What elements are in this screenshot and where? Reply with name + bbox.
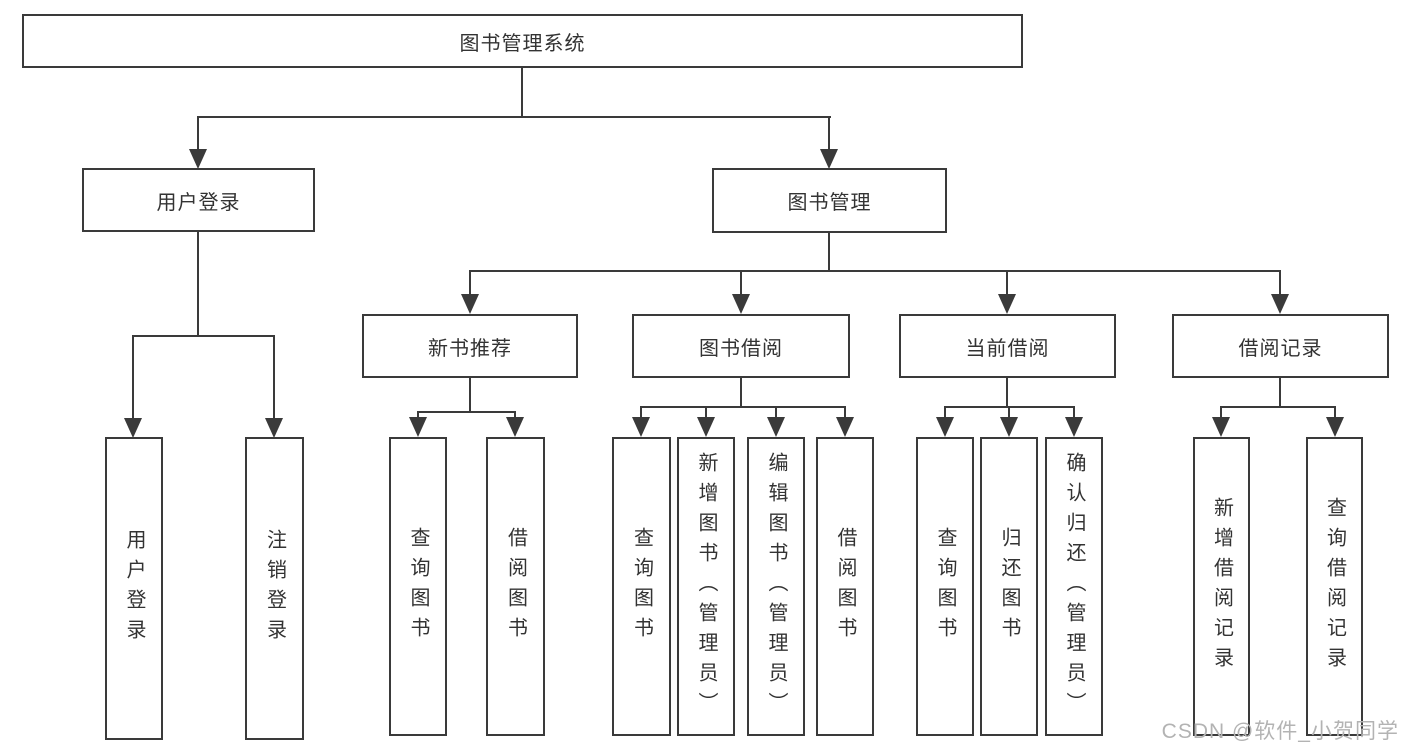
- edge-book-management-stub: [828, 232, 830, 272]
- arrowhead-query-recommend: [409, 417, 427, 437]
- edge-drop-borrow-records: [1279, 270, 1281, 296]
- edge-drop-borrow-books: [844, 406, 846, 419]
- node-borrow-records-label: 借阅记录: [1238, 337, 1323, 360]
- leaf-add-borrow-record: 新增借阅记录: [1193, 437, 1250, 736]
- node-book-management: 图书管理: [712, 168, 947, 233]
- edge-drop-add-record: [1220, 406, 1222, 419]
- leaf-query-books-current: 查询图书: [916, 437, 974, 736]
- edge-drop-return-books: [1008, 406, 1010, 419]
- node-new-book-recommend: 新书推荐: [362, 314, 578, 378]
- node-user-login-label: 用户登录: [156, 191, 241, 214]
- arrowhead-book-management: [820, 149, 838, 169]
- arrowhead-return-books: [1000, 417, 1018, 437]
- edge-drop-query-recommend: [417, 411, 419, 419]
- leaf-query-books-borrow: 查询图书: [612, 437, 671, 736]
- leaf-add-borrow-record-label: 新增借阅记录: [1210, 496, 1233, 677]
- arrowhead-borrow-records: [1271, 294, 1289, 314]
- leaf-edit-books-admin-label: 编辑图书（管理员）: [765, 451, 787, 722]
- arrowhead-add-books: [697, 417, 715, 437]
- edge-drop-add-books: [705, 406, 707, 419]
- arrowhead-borrow-books: [836, 417, 854, 437]
- edge-drop-leaf-user-login: [132, 335, 134, 419]
- edge-drop-edit-books: [775, 406, 777, 419]
- arrowhead-confirm-return: [1065, 417, 1083, 437]
- edge-drop-current-borrow: [1006, 270, 1008, 296]
- csdn-watermark: CSDN @软件_小贺同学: [1161, 720, 1399, 743]
- edge-new-book-bar: [417, 411, 516, 413]
- node-current-borrow: 当前借阅: [899, 314, 1116, 378]
- edge-user-login-bar: [132, 335, 275, 337]
- leaf-query-borrow-record-label: 查询借阅记录: [1323, 496, 1346, 677]
- leaf-query-books-recommend-label: 查询图书: [407, 526, 429, 647]
- arrowhead-leaf-user-login: [124, 418, 142, 438]
- leaf-return-books-label: 归还图书: [998, 526, 1020, 647]
- leaf-user-login-label: 用户登录: [123, 528, 145, 649]
- edge-drop-query-record: [1334, 406, 1336, 419]
- edge-new-book-stub: [469, 377, 471, 413]
- arrowhead-edit-books: [767, 417, 785, 437]
- arrowhead-add-record: [1212, 417, 1230, 437]
- edge-drop-borrow-recommend: [514, 411, 516, 419]
- edge-borrow-records-bar: [1220, 406, 1336, 408]
- edge-drop-user-login: [197, 116, 199, 152]
- leaf-borrow-books-label: 借阅图书: [834, 526, 856, 647]
- leaf-logout: 注销登录: [245, 437, 304, 740]
- leaf-edit-books-admin: 编辑图书（管理员）: [747, 437, 805, 736]
- leaf-query-borrow-record: 查询借阅记录: [1306, 437, 1363, 736]
- leaf-confirm-return-admin: 确认归还（管理员）: [1045, 437, 1103, 736]
- arrowhead-query-current: [936, 417, 954, 437]
- arrowhead-current-borrow: [998, 294, 1016, 314]
- arrowhead-query-record: [1326, 417, 1344, 437]
- leaf-borrow-books-recommend-label: 借阅图书: [504, 526, 527, 647]
- arrowhead-leaf-logout: [265, 418, 283, 438]
- edge-borrow-records-stub: [1279, 377, 1281, 408]
- node-borrow-records: 借阅记录: [1172, 314, 1389, 378]
- edge-book-borrow-bar: [640, 406, 846, 408]
- edge-drop-book-borrow: [740, 270, 742, 296]
- arrowhead-new-book-recommend: [461, 294, 479, 314]
- node-new-book-recommend-label: 新书推荐: [428, 337, 512, 360]
- edge-drop-leaf-logout: [273, 335, 275, 419]
- node-book-borrow: 图书借阅: [632, 314, 850, 378]
- arrowhead-user-login: [189, 149, 207, 169]
- node-book-management-label: 图书管理: [787, 192, 872, 214]
- leaf-borrow-books-recommend: 借阅图书: [486, 437, 545, 736]
- leaf-query-books-current-label: 查询图书: [934, 526, 956, 647]
- edge-drop-query-borrow: [640, 406, 642, 419]
- leaf-query-books-borrow-label: 查询图书: [630, 526, 653, 647]
- leaf-user-login: 用户登录: [105, 437, 163, 740]
- leaf-borrow-books: 借阅图书: [816, 437, 874, 736]
- node-root-system-label: 图书管理系统: [459, 32, 586, 55]
- edge-drop-confirm-return: [1073, 406, 1075, 419]
- edge-root-stub: [521, 67, 523, 118]
- leaf-return-books: 归还图书: [980, 437, 1038, 736]
- edge-level2-bar: [197, 116, 831, 118]
- edge-drop-new-book-recommend: [469, 270, 471, 296]
- leaf-confirm-return-admin-label: 确认归还（管理员）: [1063, 451, 1085, 722]
- edge-drop-query-current: [944, 406, 946, 419]
- leaf-add-books-admin: 新增图书（管理员）: [677, 437, 735, 736]
- leaf-logout-label: 注销登录: [263, 528, 286, 649]
- edge-level3-bar: [469, 270, 1281, 272]
- edge-current-borrow-stub: [1006, 377, 1008, 408]
- node-root-system: 图书管理系统: [22, 14, 1023, 68]
- arrowhead-book-borrow: [732, 294, 750, 314]
- edge-book-borrow-stub: [740, 377, 742, 408]
- edge-user-login-stub: [197, 231, 199, 337]
- leaf-add-books-admin-label: 新增图书（管理员）: [695, 451, 717, 722]
- edge-drop-book-management: [828, 116, 830, 152]
- arrowhead-borrow-recommend: [506, 417, 524, 437]
- node-book-borrow-label: 图书借阅: [699, 337, 783, 360]
- arrowhead-query-borrow: [632, 417, 650, 437]
- leaf-query-books-recommend: 查询图书: [389, 437, 447, 736]
- node-user-login: 用户登录: [82, 168, 315, 232]
- node-current-borrow-label: 当前借阅: [965, 337, 1050, 360]
